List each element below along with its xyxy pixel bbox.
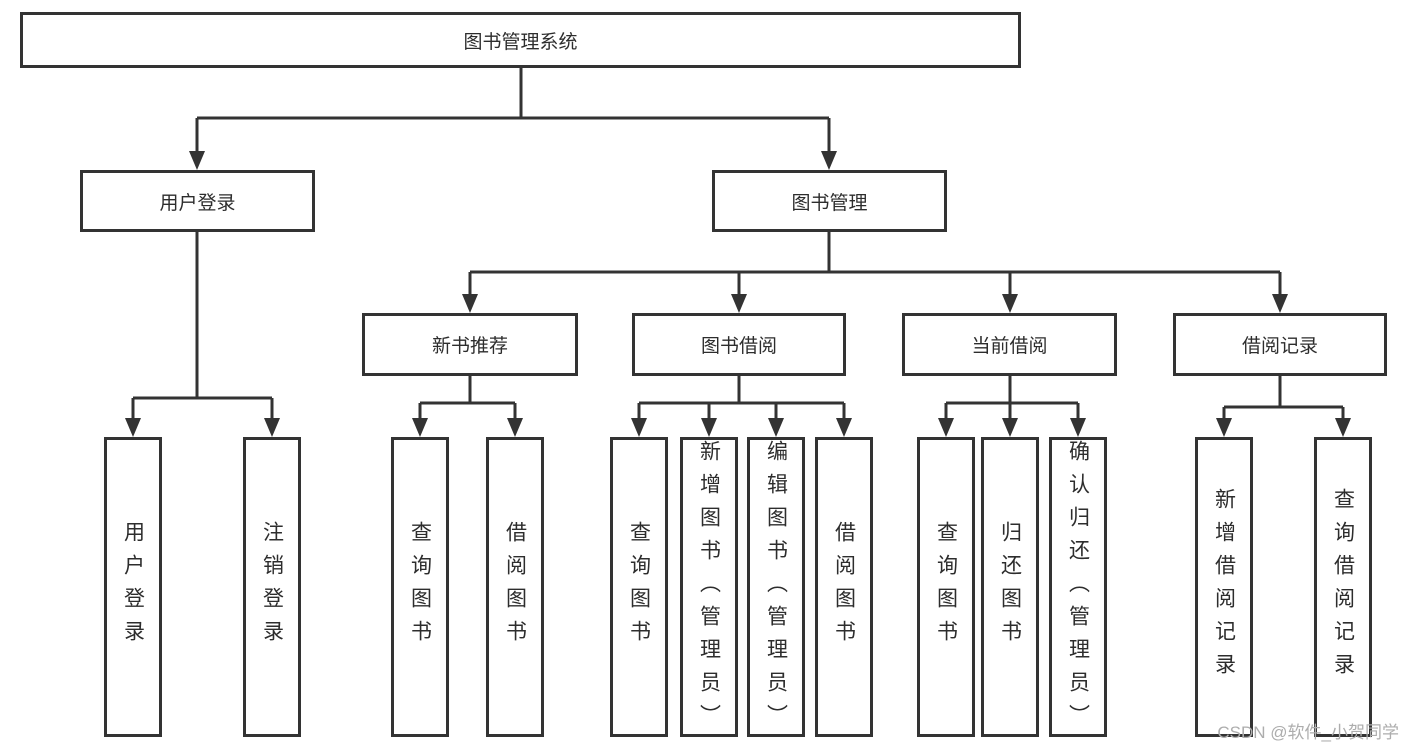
leaf-cb-confirm-return: 确认归还（管理员） xyxy=(1049,437,1107,737)
node-current-borrow: 当前借阅 xyxy=(902,313,1117,376)
node-book-management: 图书管理 xyxy=(712,170,947,232)
leaf-user-login: 用户登录 xyxy=(104,437,162,737)
leaf-br-query-record-label: 查询借阅记录 xyxy=(1331,488,1355,686)
leaf-cb-query-books-label: 查询图书 xyxy=(934,521,958,653)
leaf-bb-add-books-label: 新增图书（管理员） xyxy=(697,440,721,737)
node-book-borrow: 图书借阅 xyxy=(632,313,846,376)
connector-strokes xyxy=(131,68,1345,418)
node-borrow-records: 借阅记录 xyxy=(1173,313,1387,376)
leaf-logout-login-label: 注销登录 xyxy=(260,521,284,653)
node-new-book-recommend: 新书推荐 xyxy=(362,313,578,376)
node-new-book-recommend-label: 新书推荐 xyxy=(431,336,508,357)
leaf-bb-edit-books: 编辑图书（管理员） xyxy=(747,437,805,737)
node-root: 图书管理系统 xyxy=(20,12,1021,68)
node-book-borrow-label: 图书借阅 xyxy=(700,336,777,357)
leaf-br-add-record-label: 新增借阅记录 xyxy=(1212,488,1236,686)
csdn-watermark: CSDN @软件_小贺同学 xyxy=(1217,723,1399,742)
leaf-br-query-record: 查询借阅记录 xyxy=(1314,437,1372,737)
leaf-nbr-query-books: 查询图书 xyxy=(391,437,449,737)
leaf-bb-borrow-books: 借阅图书 xyxy=(815,437,873,737)
node-root-label: 图书管理系统 xyxy=(463,31,578,53)
leaf-nbr-query-books-label: 查询图书 xyxy=(408,521,432,653)
leaf-br-add-record: 新增借阅记录 xyxy=(1195,437,1253,737)
leaf-nbr-borrow-books: 借阅图书 xyxy=(486,437,544,737)
leaf-nbr-borrow-books-label: 借阅图书 xyxy=(503,521,527,653)
node-user-login-label: 用户登录 xyxy=(159,192,236,214)
leaf-bb-add-books: 新增图书（管理员） xyxy=(680,437,738,737)
leaf-bb-edit-books-label: 编辑图书（管理员） xyxy=(764,440,788,737)
leaf-logout-login: 注销登录 xyxy=(243,437,301,737)
node-current-borrow-label: 当前借阅 xyxy=(971,336,1048,357)
leaf-cb-return-books-label: 归还图书 xyxy=(998,521,1022,653)
leaf-bb-query-books: 查询图书 xyxy=(610,437,668,737)
arrowheads xyxy=(125,151,1351,437)
leaf-cb-confirm-return-label: 确认归还（管理员） xyxy=(1066,440,1090,737)
leaf-user-login-label: 用户登录 xyxy=(121,521,145,653)
leaf-cb-return-books: 归还图书 xyxy=(981,437,1039,737)
leaf-bb-query-books-label: 查询图书 xyxy=(627,521,651,653)
node-book-management-label: 图书管理 xyxy=(791,192,868,214)
node-user-login: 用户登录 xyxy=(80,170,315,232)
leaf-cb-query-books: 查询图书 xyxy=(917,437,975,737)
node-borrow-records-label: 借阅记录 xyxy=(1241,336,1318,357)
leaf-bb-borrow-books-label: 借阅图书 xyxy=(832,521,856,653)
